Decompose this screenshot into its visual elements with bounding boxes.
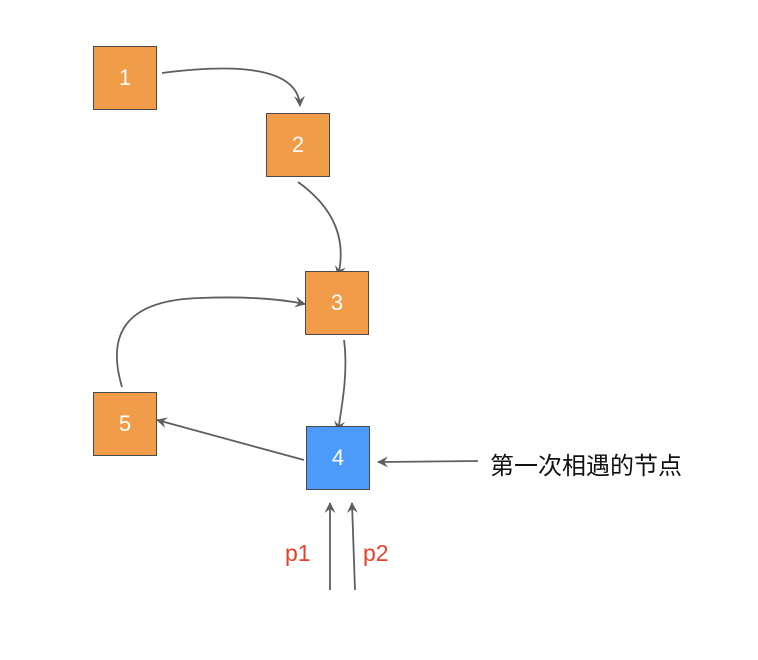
edge-1-to-2 bbox=[161, 67, 305, 107]
node-2-label: 2 bbox=[291, 132, 305, 157]
edge-4-to-5 bbox=[156, 417, 305, 461]
node-4-label: 4 bbox=[331, 445, 345, 470]
node-5: 5 bbox=[93, 392, 157, 456]
pointer-arrow-p2 bbox=[346, 502, 358, 591]
pointer-label-p1: p1 bbox=[285, 540, 311, 566]
node-4-meeting-point: 4 bbox=[306, 426, 370, 490]
node-2: 2 bbox=[266, 113, 330, 177]
node-1-label: 1 bbox=[118, 65, 132, 90]
node-5-label: 5 bbox=[118, 411, 132, 436]
edge-3-to-4 bbox=[334, 339, 347, 432]
edge-2-to-3 bbox=[297, 181, 346, 277]
node-3: 3 bbox=[305, 271, 369, 335]
edge-5-to-3 bbox=[116, 296, 306, 388]
pointer-label-p2: p2 bbox=[363, 540, 389, 566]
annotation-arrow bbox=[377, 456, 479, 468]
node-1: 1 bbox=[93, 46, 157, 110]
meeting-node-annotation: 第一次相遇的节点 bbox=[490, 452, 682, 480]
node-3-label: 3 bbox=[330, 290, 344, 315]
